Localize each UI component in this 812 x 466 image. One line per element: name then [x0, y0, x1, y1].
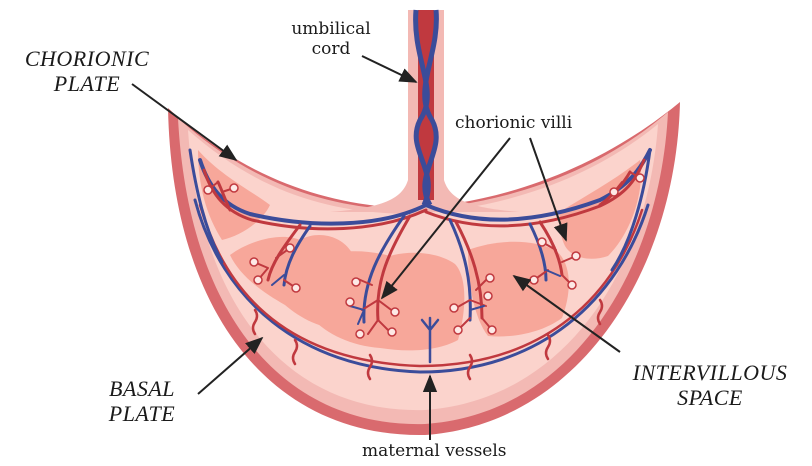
label-basal-plate: BASAL PLATE [92, 376, 192, 427]
label-chorionic-plate-line1: CHORIONIC [12, 46, 162, 71]
label-intervillous-space: INTERVILLOUS SPACE [616, 360, 804, 411]
label-basal-plate-line2: PLATE [92, 401, 192, 426]
label-umbilical-cord: umbilical cord [283, 20, 379, 59]
label-chorionic-plate: CHORIONIC PLATE [12, 46, 162, 97]
label-chorionic-villi: chorionic villi [455, 114, 572, 134]
label-intervillous-space-line2: SPACE [616, 385, 804, 410]
label-chorionic-plate-line2: PLATE [12, 71, 162, 96]
arrow-umbilical-cord [362, 56, 416, 82]
label-basal-plate-line1: BASAL [92, 376, 192, 401]
label-umbilical-cord-line1: umbilical [283, 20, 379, 40]
label-maternal-vessels: maternal vessels [362, 442, 507, 462]
label-intervillous-space-line1: INTERVILLOUS [616, 360, 804, 385]
arrow-basal-plate [198, 338, 262, 394]
label-umbilical-cord-line2: cord [283, 40, 379, 60]
